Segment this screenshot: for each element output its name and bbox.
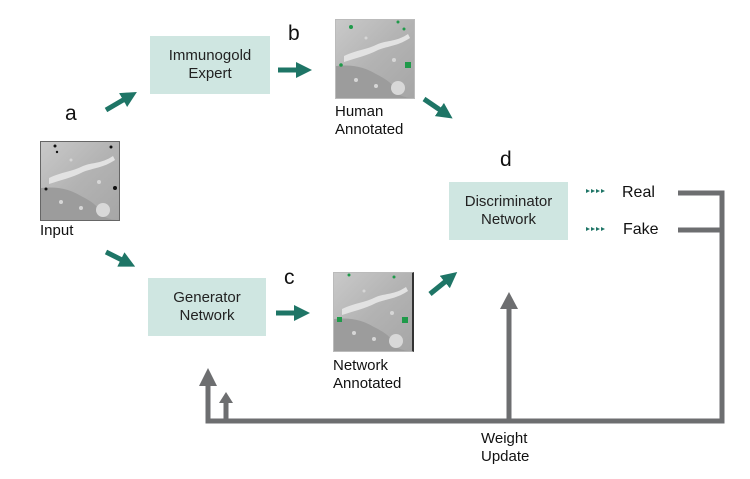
feedback-bracket: [205, 190, 725, 424]
human-line1: Human: [335, 103, 384, 120]
arrowhead-discriminator: [500, 292, 518, 309]
arrow-human-to-discriminator: [422, 96, 453, 119]
arrow-network-to-discriminator: [428, 271, 458, 296]
discriminator-line2: Network: [480, 211, 536, 228]
generator-line2: Network: [179, 307, 235, 324]
expert-line2: Expert: [188, 65, 232, 82]
expert-line1: Immunogold: [168, 47, 252, 64]
arrowhead-generator-outer: [199, 368, 217, 386]
discriminator-network-box: Discriminator Network: [449, 182, 568, 240]
human-line2: Annotated: [335, 121, 404, 138]
input-micrograph: [40, 141, 120, 221]
network-line2: Annotated: [333, 375, 402, 392]
label-a: a: [65, 102, 77, 125]
discriminator-line1: Discriminator: [464, 193, 553, 210]
network-annotated-micrograph: [333, 272, 414, 352]
human-annotated-caption: Human Annotated: [335, 103, 403, 139]
label-d: d: [500, 148, 512, 171]
label-c: c: [284, 266, 295, 289]
arrow-input-to-generator: [104, 249, 136, 267]
network-line1: Network: [333, 357, 389, 374]
weight-line2: Update: [481, 448, 530, 465]
real-chevrons-icon: [586, 189, 605, 193]
real-label: Real: [622, 184, 655, 201]
fake-chevrons-icon: [586, 227, 605, 231]
weight-update-caption: Weight Update: [481, 430, 529, 466]
network-annotated-caption: Network Annotated: [333, 357, 401, 393]
label-b: b: [288, 22, 300, 45]
arrow-input-to-expert: [104, 91, 137, 113]
weight-line1: Weight: [481, 430, 528, 447]
fake-label: Fake: [623, 221, 659, 238]
arrowhead-generator-inner: [219, 392, 233, 403]
immunogold-expert-box: Immunogold Expert: [150, 36, 270, 94]
human-annotated-micrograph: [335, 19, 415, 99]
generator-line1: Generator: [173, 289, 241, 306]
generator-network-box: Generator Network: [148, 278, 266, 336]
input-caption: Input: [40, 222, 74, 239]
